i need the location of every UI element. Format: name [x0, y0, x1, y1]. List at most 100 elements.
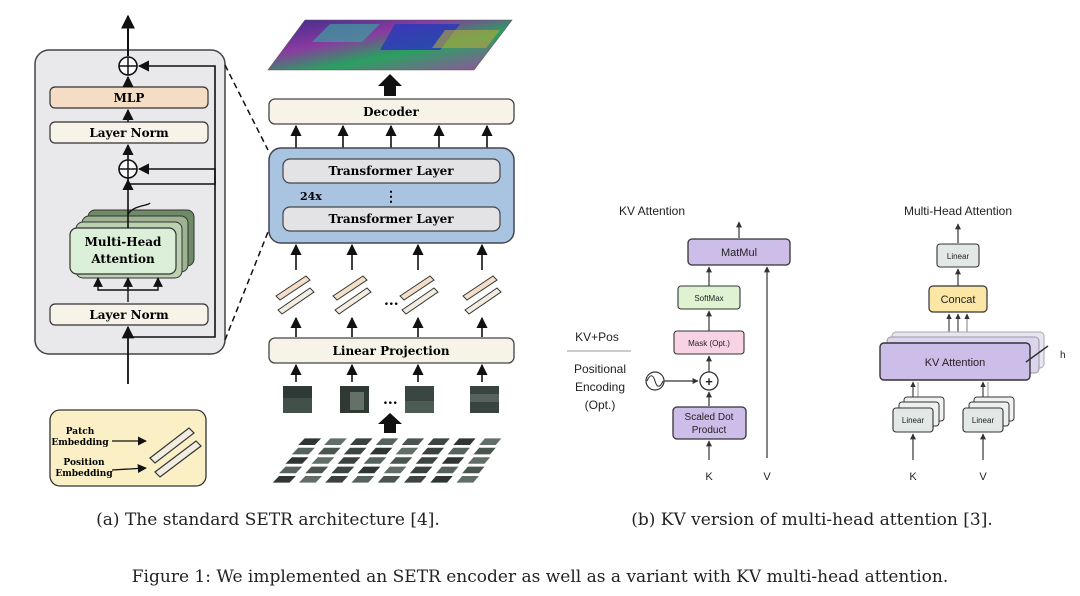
transformer-layer-top-box: [282, 158, 501, 184]
linear-right-stack: [962, 396, 1015, 433]
image-patch-tile: [401, 438, 425, 445]
layer-norm-bottom-label: Layer Norm: [89, 308, 169, 322]
image-patch-tile: [409, 466, 433, 474]
layer-norm-top-box: [49, 121, 209, 144]
image-patch-tile: [305, 466, 329, 474]
linear-left-label: Linear: [902, 416, 925, 425]
image-patch-tile: [357, 466, 381, 474]
mha-label-line1: Multi-Head: [85, 235, 162, 249]
patch-ellipsis: ...: [383, 392, 398, 408]
image-patches: [283, 386, 499, 413]
image-patch-tile: [369, 447, 393, 455]
kv-attention-head-stack: [879, 331, 1045, 381]
positional-add-node: +: [699, 371, 719, 391]
image-patch-tile: [453, 438, 476, 445]
head-count-tick: [1025, 345, 1049, 363]
patch-to-projection-arrows: [290, 363, 488, 382]
pe-label-line3: (Opt.): [585, 398, 616, 412]
embedding-ellipsis: ...: [384, 293, 399, 309]
image-patch-tile: [279, 466, 303, 474]
image-patch-tile: [389, 457, 413, 464]
linear-right-label: Linear: [972, 416, 995, 425]
caption-a: (a) The standard SETR architecture [4].: [96, 510, 440, 530]
image-patch-tile: [456, 476, 479, 483]
image-patch-tile: [331, 466, 355, 474]
linear-left-stack: [892, 396, 945, 433]
image-patch-tile: [479, 438, 502, 445]
image-patch-tile: [395, 447, 419, 455]
repeat-label: 24x: [300, 190, 322, 203]
image-patch-tile: [403, 476, 427, 483]
image-patch-tile: [447, 447, 470, 455]
scaled-dot-label-line1: Scaled Dot: [685, 412, 734, 423]
legend-patch-line2: Embedding: [51, 438, 109, 448]
transformer-layer-bottom-box: [282, 206, 501, 232]
linear-top-label: Linear: [947, 252, 970, 261]
pe-label-line1: Positional: [574, 362, 626, 376]
image-patch-tile: [363, 457, 387, 464]
mha-label-line2: Attention: [90, 252, 155, 266]
image-to-patches-arrow: [378, 413, 402, 433]
mask-label: Mask (Opt.): [688, 339, 730, 348]
image-patch-tile: [291, 447, 315, 455]
image-patch-tile: [462, 466, 485, 474]
multi-head-attention-diagram: Multi-Head Attention Linear Concat KV At…: [879, 204, 1066, 483]
image-patch-tile: [324, 438, 347, 445]
panel-to-decoder-arrows: [290, 124, 493, 148]
image-patch-tile: [298, 476, 322, 483]
kvpos-label: KV+Pos: [575, 330, 619, 344]
linear-projection-label: Linear Projection: [332, 344, 449, 358]
image-patch-tile: [298, 438, 322, 445]
image-patch-tile: [351, 476, 375, 483]
caption-b: (b) KV version of multi-head attention […: [631, 510, 993, 530]
zoom-line-bottom: [224, 231, 269, 341]
image-patch-tile: [430, 476, 453, 483]
matmul-label: MatMul: [721, 247, 757, 259]
sine-wave-icon: [645, 371, 665, 391]
mlp-label: MLP: [114, 91, 145, 105]
mask-box: [673, 330, 745, 355]
embedding-to-transformer-arrows: [290, 243, 488, 270]
softmax-label: SoftMax: [694, 294, 723, 303]
image-patch-tile: [285, 457, 309, 464]
decoder-output-arrow: [378, 74, 402, 96]
linear-top-box: [936, 243, 980, 268]
image-patch-tile: [383, 466, 407, 474]
h-label: h: [1060, 350, 1066, 361]
matmul-box: [687, 238, 791, 266]
mha-head-tick: [127, 202, 151, 215]
transformer-layer-top-label: Transformer Layer: [328, 164, 454, 178]
layer-norm-bottom-box: [49, 303, 209, 326]
image-patch-tile: [375, 438, 399, 445]
image-patch-tile: [427, 438, 450, 445]
k-label: K: [705, 471, 713, 483]
image-patch-tile: [337, 457, 361, 464]
image-patch-tile: [325, 476, 349, 483]
image-patch-tile: [441, 457, 465, 464]
image-patch-tile: [473, 447, 496, 455]
decoder-label: Decoder: [363, 105, 419, 119]
input-image-patch-grid: [272, 438, 502, 483]
legend-patch-line1: Patch: [66, 427, 95, 437]
transformer-block-detail: MLP Layer Norm Multi-Head Attention: [34, 14, 226, 384]
add-node-top: [118, 56, 138, 76]
embedding-glyphs: [275, 275, 502, 315]
layer-norm-top-label: Layer Norm: [89, 126, 169, 140]
mha-title: Multi-Head Attention: [904, 204, 1012, 218]
decoder-box: [268, 98, 515, 125]
k2-label: K: [909, 471, 917, 483]
image-patch-tile: [377, 476, 401, 483]
image-patch-tile: [272, 476, 296, 483]
segmentation-output: [267, 19, 513, 71]
qkv-arrows: [93, 277, 163, 302]
image-patch-tile: [349, 438, 373, 445]
image-patch-tile: [415, 457, 439, 464]
softmax-box: [677, 285, 741, 310]
concat-label: Concat: [941, 294, 976, 306]
legend-position-line2: Embedding: [55, 469, 113, 479]
vdots: ⋮: [384, 189, 398, 205]
scaled-dot-product-box: [672, 406, 747, 440]
image-patch-tile: [467, 457, 491, 464]
figure-caption: Figure 1: We implemented an SETR encoder…: [132, 567, 948, 587]
